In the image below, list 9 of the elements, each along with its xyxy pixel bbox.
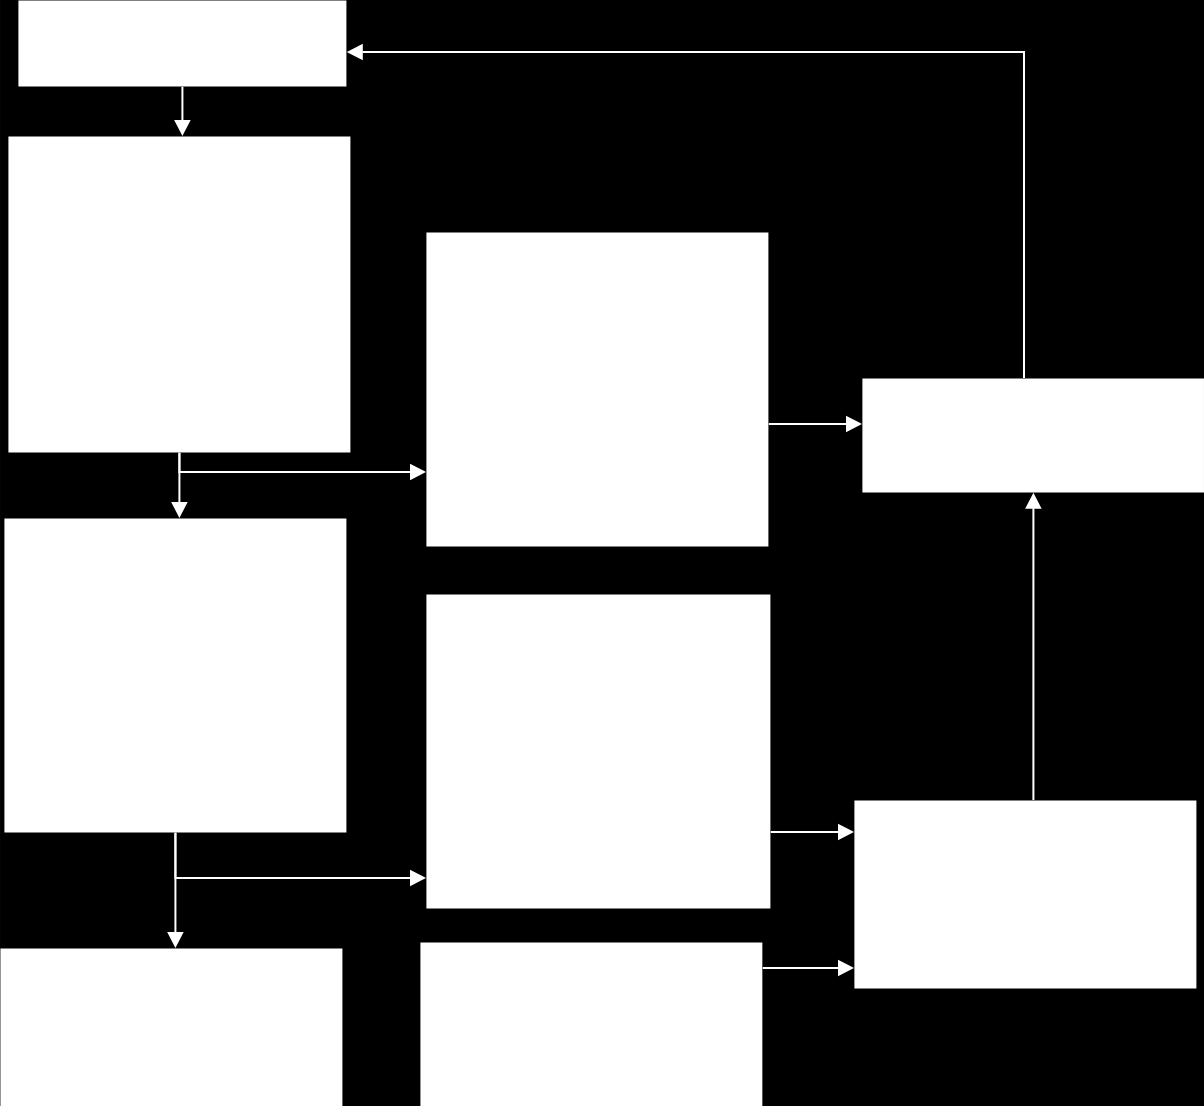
blank-box: [426, 232, 769, 547]
blank-box: [426, 594, 771, 909]
blank-box: [420, 942, 763, 1106]
blank-box: [18, 0, 347, 87]
blank-box: [8, 136, 351, 453]
blank-box: [0, 948, 343, 1106]
blank-box: [854, 800, 1197, 989]
blank-box: [4, 518, 347, 833]
blank-box: [862, 378, 1204, 493]
